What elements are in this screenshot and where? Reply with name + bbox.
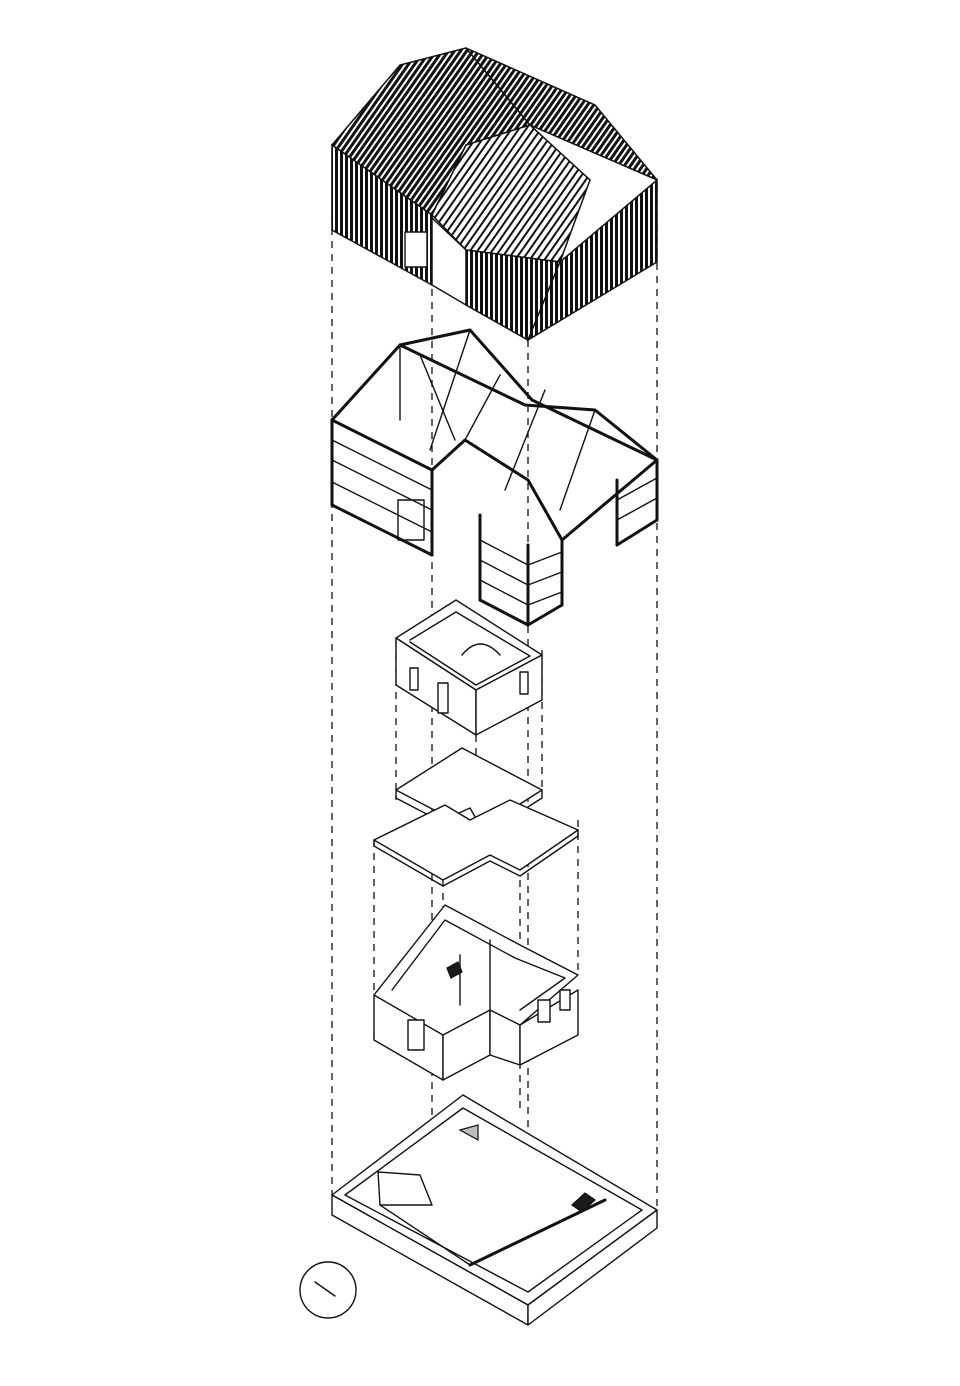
ground-walls-layer [373,904,579,1081]
north-arrow-icon [299,1261,357,1319]
roof-slab-layer [373,799,579,887]
base-layer [331,1094,658,1326]
upper-walls-layer [395,599,543,736]
frame-layer [330,328,659,627]
cladding-layer [330,47,658,342]
